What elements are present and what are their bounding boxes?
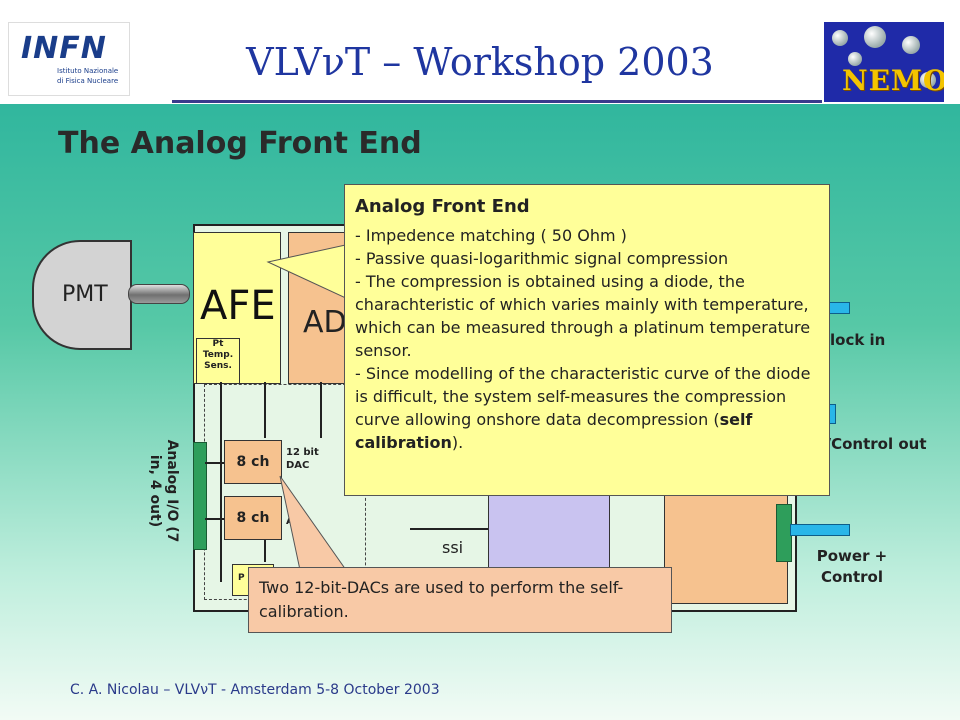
- infn-logo-line1: Istituto Nazionale: [57, 67, 119, 75]
- pmt-cable: [128, 284, 190, 304]
- connector-line: [264, 382, 266, 438]
- clock-in-label: lock in: [830, 331, 886, 349]
- data-control-label: a/Control out: [815, 435, 927, 453]
- callout-line: - Impedence matching ( 50 Ohm ): [355, 226, 627, 245]
- processor-block: [664, 490, 788, 604]
- analog-io-label-box: Analog I/O (7 in, 4 out): [128, 430, 198, 550]
- pmt-block: PMT: [32, 240, 132, 350]
- callout-text: ).: [451, 433, 464, 452]
- callout-line: - The compression is obtained using a di…: [355, 272, 811, 360]
- analog-io-label: Analog I/O (7 in, 4 out): [147, 439, 180, 543]
- slide-subtitle: The Analog Front End: [58, 126, 422, 161]
- connector-line: [220, 382, 222, 582]
- connector-line: [264, 540, 266, 562]
- connector-line: [205, 518, 225, 520]
- connector-line: [320, 382, 322, 438]
- header-bar: [0, 0, 960, 104]
- power-control-label: Power + Control: [816, 547, 888, 586]
- channel-block-dac: 8 ch: [224, 440, 282, 484]
- adc-small-label: 1 AD: [286, 503, 303, 527]
- channel-label: 8 ch: [236, 454, 270, 470]
- channel-label: 8 ch: [236, 510, 270, 526]
- infn-logo-line2: di Fisica Nucleare: [57, 77, 119, 85]
- logo-sphere: [920, 72, 936, 88]
- callout-text: - Since modelling of the characteristic …: [355, 364, 811, 429]
- dac-label: 12 bit DAC: [286, 447, 319, 471]
- footer-text: C. A. Nicolau – VLVνT - Amsterdam 5-8 Oc…: [70, 682, 440, 698]
- afe-label: AFE: [200, 283, 276, 329]
- afe-callout: Analog Front End - Impedence matching ( …: [344, 184, 830, 496]
- pmt-label: PMT: [62, 282, 108, 307]
- logo-sphere: [832, 30, 848, 46]
- dac-callout: Two 12-bit-DACs are used to perform the …: [248, 567, 672, 633]
- connector-line: [205, 462, 225, 464]
- power-arrow: [790, 524, 850, 536]
- pt-small-label: P: [238, 573, 245, 583]
- analog-connector: [193, 442, 207, 550]
- slide-title: VLVνT – Workshop 2003: [246, 40, 714, 84]
- infn-logo-text: INFN: [21, 31, 107, 66]
- logo-sphere: [848, 52, 862, 66]
- nemo-logo: NEMO: [824, 22, 944, 102]
- temp-sensor-block: Pt Temp. Sens.: [196, 338, 240, 384]
- callout-bold-text: self calibration: [355, 410, 753, 452]
- nemo-logo-text: NEMO: [842, 64, 944, 97]
- header-rule: [172, 100, 822, 103]
- ssi-label: ssi: [442, 538, 464, 557]
- callout-line: - Passive quasi-logarithmic signal compr…: [355, 249, 729, 268]
- logo-sphere: [864, 26, 886, 48]
- temp-sensor-label: Pt Temp. Sens.: [202, 339, 234, 371]
- adc-label: AD: [303, 305, 347, 340]
- callout-heading: Analog Front End: [355, 196, 530, 217]
- ssi-line: [410, 528, 488, 530]
- logo-sphere: [902, 36, 920, 54]
- callout-line: - Since modelling of the characteristic …: [355, 362, 821, 454]
- channel-block-adc: 8 ch: [224, 496, 282, 540]
- infn-logo: INFN Istituto Nazionale di Fisica Nuclea…: [8, 22, 130, 96]
